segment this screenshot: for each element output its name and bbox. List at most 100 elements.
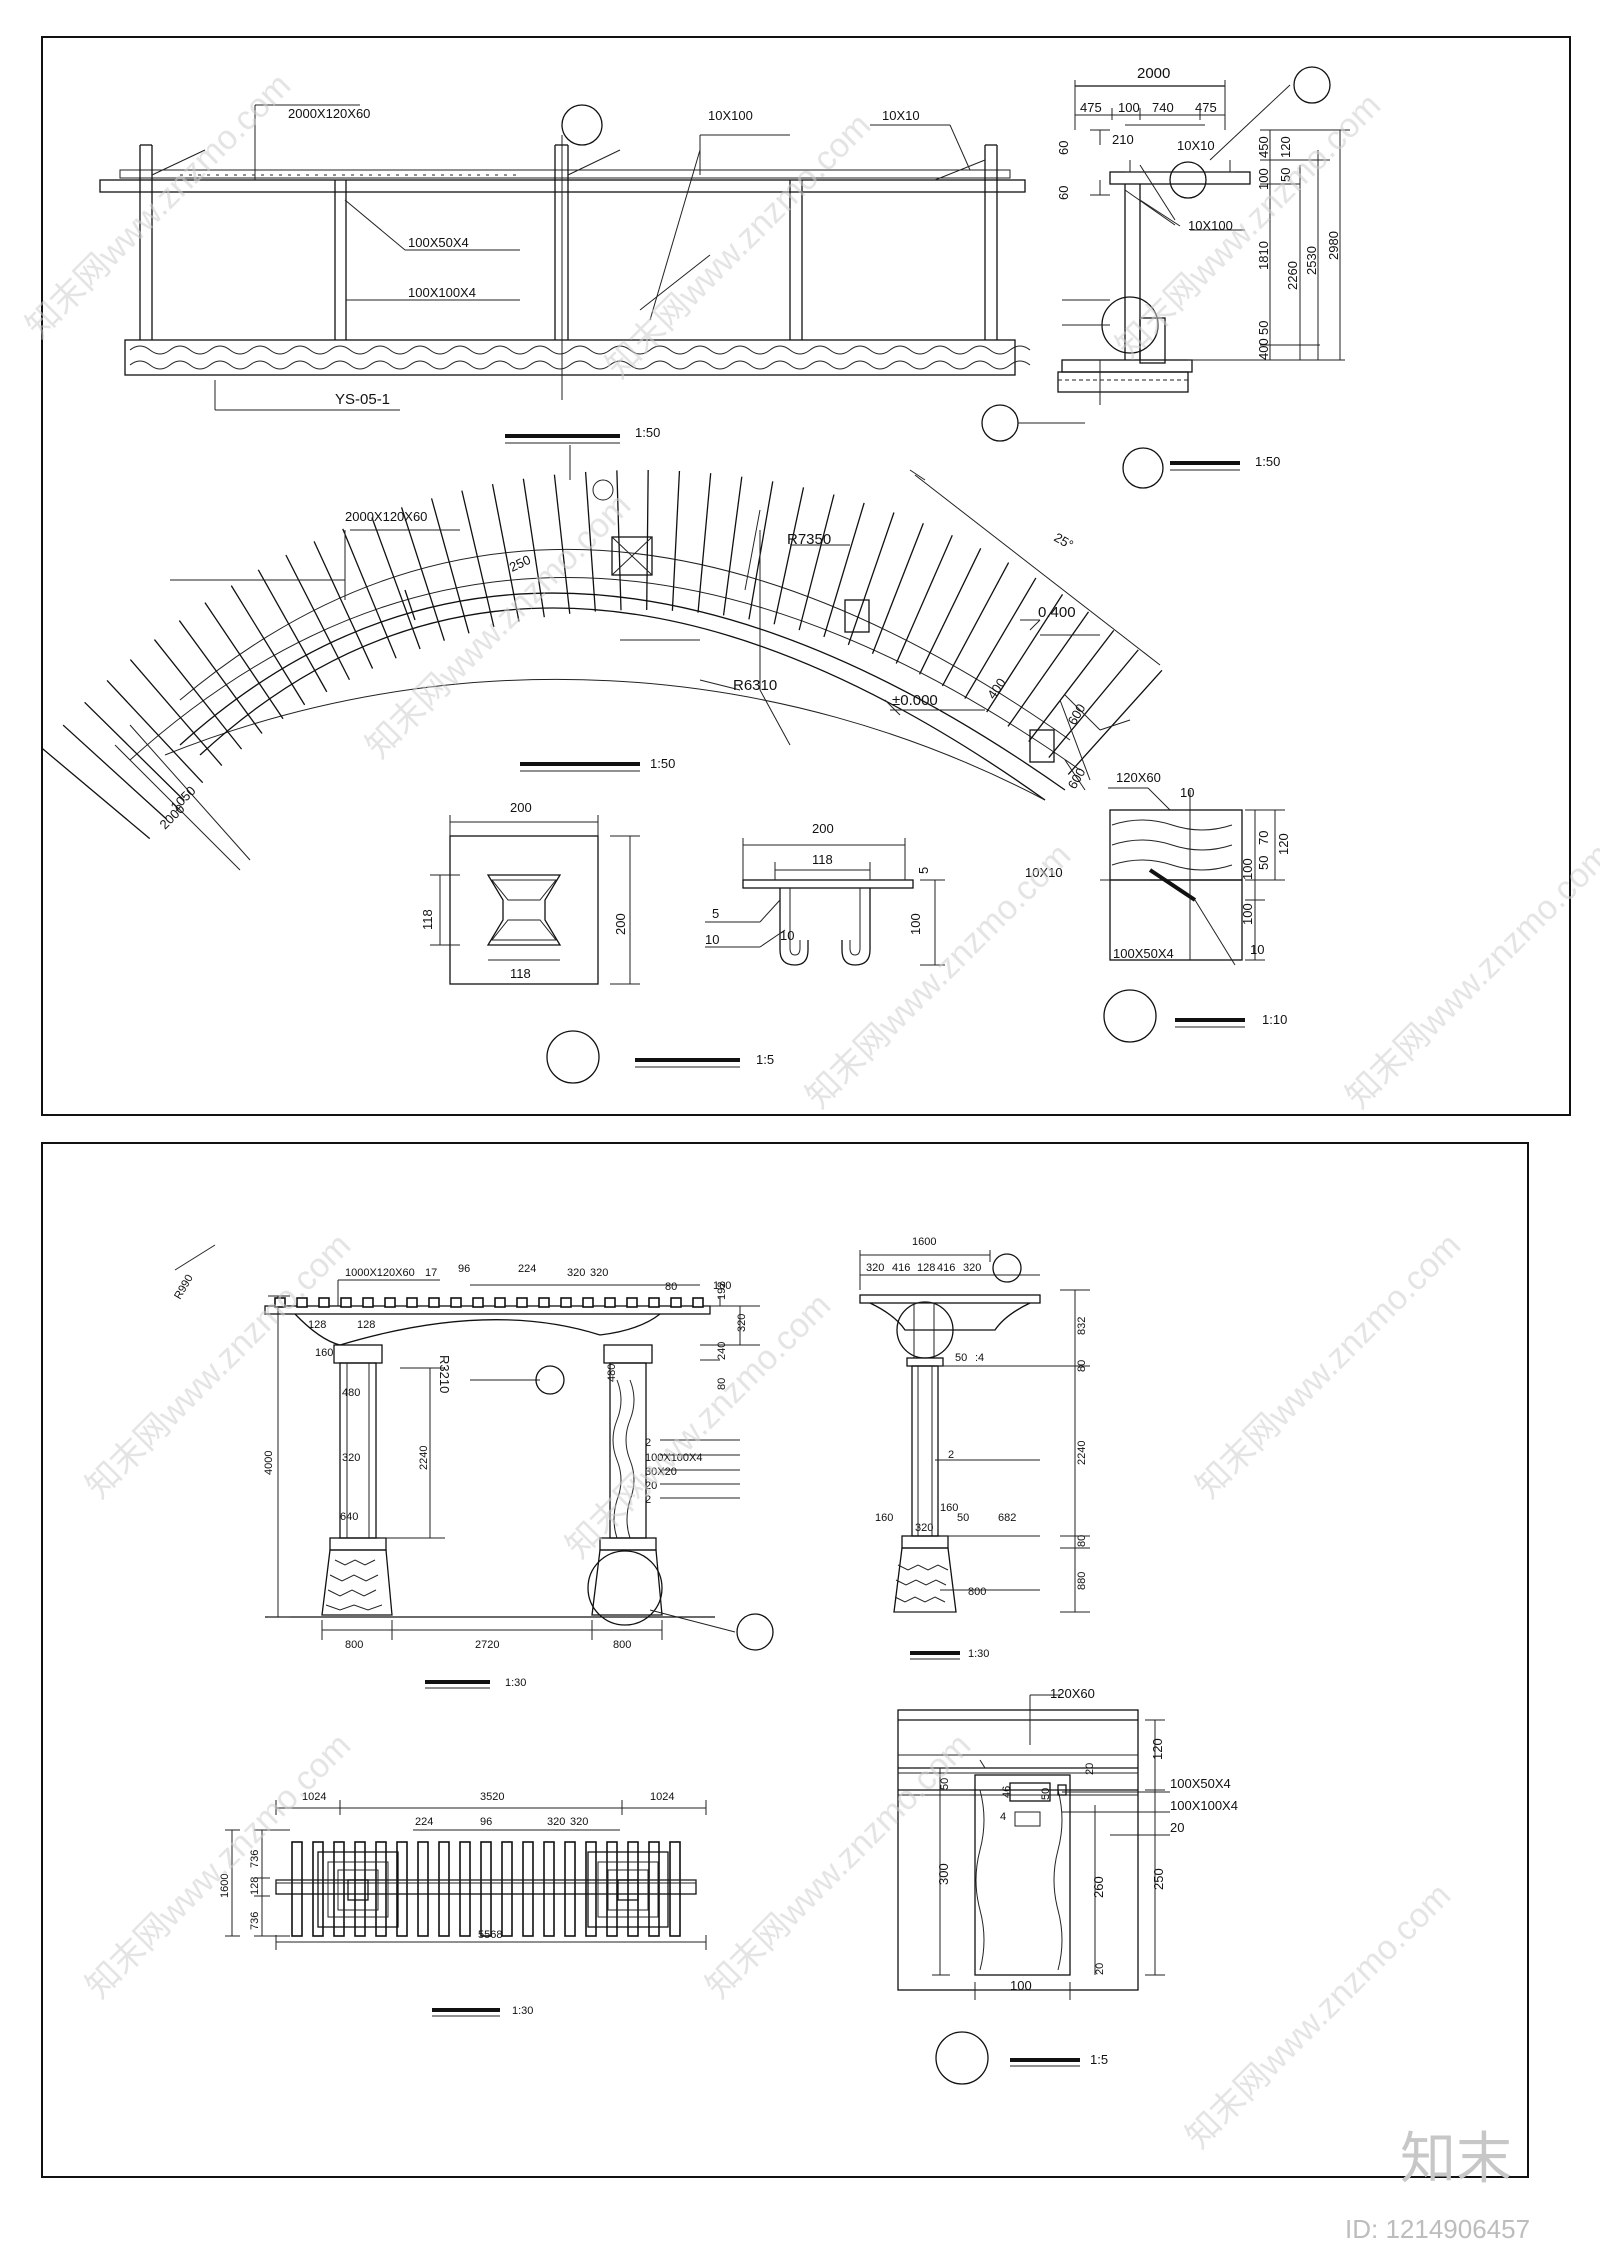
- pergola-elevation: [99, 104, 1031, 411]
- section-h60b: 60: [1056, 186, 1071, 200]
- arch-pergola-plan: [225, 1800, 707, 1950]
- plan-slat: [773, 487, 805, 625]
- elev-post-b-label: 100X100X4: [408, 285, 476, 300]
- section-tie: 10X10: [1177, 138, 1215, 153]
- plan-slat: [313, 541, 374, 669]
- plan2-slat: [438, 1841, 450, 1937]
- side-d320: 320: [866, 1262, 884, 1274]
- section-d5: 210: [1112, 132, 1134, 147]
- detail-b-t10a: 10: [705, 932, 719, 947]
- side-l160a: 160: [875, 1512, 893, 1524]
- plan-slat: [895, 534, 953, 664]
- detail-a-inner-h: 118: [420, 909, 435, 930]
- section-slat: 10X100: [1188, 218, 1233, 233]
- watermark-text: 知末网www.znzmo.com: [79, 1226, 358, 1505]
- front-d80: 80: [665, 1281, 677, 1293]
- front-d96: 96: [458, 1263, 470, 1275]
- plan-slat: [400, 507, 445, 641]
- front-d17: 17: [425, 1267, 437, 1279]
- plan-slat: [84, 701, 185, 802]
- front-slat: [450, 1297, 462, 1308]
- detail-c-tie: 10X10: [1025, 865, 1063, 880]
- detail2-d50: 50: [1040, 1788, 1052, 1800]
- side-v880: 880: [1076, 1572, 1088, 1590]
- plan-slat: [964, 577, 1037, 699]
- plan-lvl-zero: ±0.000: [892, 692, 938, 709]
- detail-a-inner-w: 118: [510, 966, 531, 981]
- front-slat: [362, 1297, 374, 1308]
- watermark-text: 知末网www.znzmo.com: [359, 486, 638, 765]
- front-r990: R990: [172, 1273, 196, 1302]
- plan2-slat: [354, 1841, 366, 1937]
- front-lab30: 30X20: [645, 1466, 677, 1478]
- detail-c-v100b: 100: [1240, 903, 1255, 925]
- side-l4: :4: [975, 1352, 984, 1364]
- plan-r-outer: R7350: [787, 531, 831, 548]
- plan2-slat: [564, 1841, 576, 1937]
- side-l2: 2: [948, 1449, 954, 1461]
- plan-beam-label: 2000X120X60: [345, 509, 427, 524]
- section-v100: 100: [1256, 168, 1271, 190]
- pergola-section: [981, 66, 1350, 442]
- detail-b-w: 200: [812, 821, 834, 836]
- plan2-d3520: 3520: [480, 1791, 504, 1803]
- plan-scale: 1:50: [650, 756, 675, 771]
- plan-d600b: 600: [1065, 765, 1089, 791]
- plan2-d224: 224: [415, 1816, 433, 1828]
- plan-r-inner: R6310: [733, 677, 777, 694]
- detail-b-h100: 100: [908, 913, 923, 935]
- front-d480b: 480: [606, 1364, 618, 1382]
- plan2-d1024a: 1024: [302, 1791, 326, 1803]
- section-v2260: 2260: [1285, 261, 1300, 290]
- plan-slat: [1007, 611, 1090, 727]
- front-v320: 320: [736, 1314, 748, 1332]
- side-v80b: 80: [1076, 1535, 1088, 1547]
- elev-code-label: YS-05-1: [335, 391, 390, 408]
- detail2-beam: 120X60: [1050, 1686, 1095, 1701]
- plan2-slat: [522, 1841, 534, 1937]
- plan-slat: [342, 528, 397, 659]
- detail2-post2: 100X100X4: [1170, 1798, 1238, 1813]
- elev-slat-label: 10X100: [708, 108, 753, 123]
- detail-c-t10: 10: [1180, 785, 1194, 800]
- plan-slat: [722, 476, 743, 616]
- section-v2980: 2980: [1326, 231, 1341, 260]
- front-b800b: 800: [613, 1639, 631, 1651]
- detail2-v300: 300: [936, 1863, 951, 1885]
- brand-watermark: 知末: [1400, 2127, 1512, 2190]
- section-v1810: 1810: [1256, 241, 1271, 270]
- plan2-slat: [459, 1841, 471, 1937]
- plan2-slat: [375, 1841, 387, 1937]
- plan-slat: [1028, 629, 1115, 742]
- watermark-text: 知末网www.znzmo.com: [1339, 836, 1600, 1115]
- detail-beam-joint: [1100, 787, 1285, 966]
- side-l320: 320: [915, 1522, 933, 1534]
- plan-slat: [918, 548, 982, 675]
- watermark-text: 知末网www.znzmo.com: [19, 66, 298, 345]
- plan2-slat: [291, 1841, 303, 1937]
- plan-slat: [42, 748, 151, 840]
- section-d1: 475: [1080, 100, 1102, 115]
- detail-b-t5b: 5: [916, 867, 931, 874]
- plan-slat: [1067, 669, 1163, 775]
- plan-slat: [748, 481, 774, 620]
- detail2-post1: 100X50X4: [1170, 1776, 1231, 1791]
- pergola-plan: [42, 445, 1163, 871]
- side-l50b: 50: [957, 1512, 969, 1524]
- side-scale: 1:30: [968, 1648, 989, 1660]
- elev-post-a-label: 100X50X4: [408, 235, 469, 250]
- front-d160: 160: [713, 1280, 731, 1292]
- front-lab20: 20: [645, 1480, 657, 1492]
- front-b2720: 2720: [475, 1639, 499, 1651]
- plan-slat: [616, 470, 622, 611]
- plan-slat: [646, 470, 649, 611]
- section-ref-circle: [1122, 447, 1164, 489]
- detail2-ref-circle: [935, 2031, 989, 2085]
- plan2-slat: [417, 1841, 429, 1937]
- section-v2530: 2530: [1304, 246, 1319, 275]
- side-l800: 800: [968, 1586, 986, 1598]
- plan-slat: [823, 502, 865, 638]
- plan2-d96: 96: [480, 1816, 492, 1828]
- front-r3210: R3210: [437, 1355, 452, 1393]
- detail2-v260: 260: [1091, 1876, 1106, 1898]
